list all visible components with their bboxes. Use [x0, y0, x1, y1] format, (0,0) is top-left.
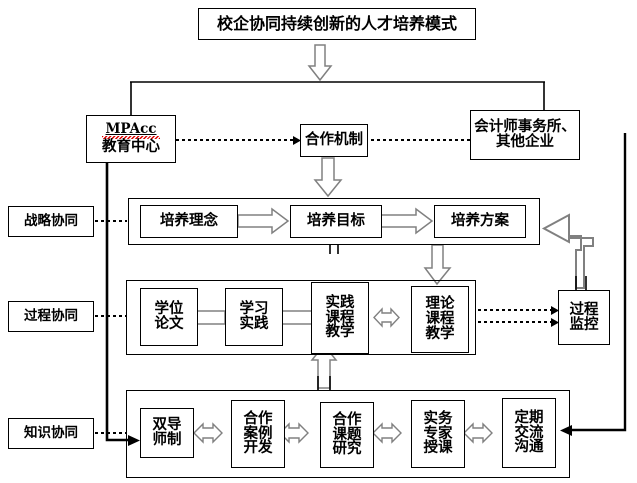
- monitor-stub: [575, 276, 587, 290]
- block-arrow-strategy-to-theory: [423, 244, 452, 286]
- dotted-connectors: [95, 139, 551, 434]
- practical-course-stack: 实践 课程 教学: [326, 296, 355, 340]
- right-outer-path: [572, 133, 627, 432]
- dual-tutor-line2: 师制: [152, 432, 182, 448]
- study-practice-line2: 实践: [239, 316, 269, 332]
- process-box-thesis[interactable]: 学位 论文: [140, 288, 198, 346]
- dual-tutor-stack: 双导 师制: [153, 418, 182, 448]
- expert-teaching-line3: 授课: [423, 440, 453, 457]
- firms-stack: 会计师事务所、 其他企业: [474, 120, 576, 150]
- strategy-panel: [128, 198, 540, 245]
- case-dev-line3: 开发: [243, 440, 273, 457]
- spellcheck-squiggle: [102, 135, 160, 139]
- double-arrow-practice-theory: [373, 307, 400, 328]
- thesis-line1: 学位: [154, 301, 184, 318]
- mpacc-cn-label: 教育中心: [102, 138, 160, 155]
- left-spine: [105, 163, 128, 442]
- joint-research-line3: 研究: [332, 441, 362, 458]
- knowledge-stub: [317, 376, 331, 390]
- process-panel: [126, 280, 476, 355]
- knowledge-stub-lines: [317, 376, 331, 390]
- practical-course-line1: 实践: [325, 294, 355, 311]
- joint-research-stack: 合作 课题 研究: [333, 413, 362, 457]
- arrowhead-monitor-lower: [551, 318, 559, 327]
- block-arrow-goal-to-plan: [380, 207, 434, 235]
- study-practice-line1: 学习: [239, 301, 269, 318]
- plan-stub-lines: [329, 245, 339, 254]
- monitor-line1: 过程: [569, 301, 599, 318]
- theory-course-stack: 理论 课程 教学: [426, 297, 455, 341]
- block-arrow-title-down: [307, 44, 333, 82]
- firms-line2: 其他企业: [496, 134, 554, 150]
- double-arrow-k4: [463, 422, 493, 444]
- knowledge-box-expert-teaching[interactable]: 实务 专家 授课: [411, 400, 465, 468]
- joint-research-line2: 课题: [332, 426, 362, 443]
- monitor-stack: 过程 监控: [569, 301, 599, 333]
- block-arrow-monitor-to-plan: [541, 213, 594, 289]
- practical-course-line2: 课程: [325, 309, 355, 326]
- left-spine-path: [105, 163, 128, 442]
- case-dev-line2: 案例: [243, 425, 273, 442]
- expert-teaching-line2: 专家: [423, 425, 453, 442]
- regular-exchange-line2: 交流: [514, 424, 544, 441]
- thesis-stack: 学位 论文: [155, 302, 184, 332]
- expert-teaching-stack: 实务 专家 授课: [424, 412, 453, 456]
- knowledge-double-arrows: [193, 422, 493, 444]
- mpacc-en-label: MPAcc: [105, 121, 157, 138]
- dual-tutor-line1: 双导: [152, 417, 182, 434]
- block-arrow-mechanism-down: [313, 157, 343, 198]
- mpacc-stack: MPAcc 教育中心: [102, 121, 160, 155]
- knowledge-panel: [126, 390, 570, 478]
- practical-course-line3: 教学: [325, 324, 355, 341]
- cooperation-mechanism-box[interactable]: 合作机制: [300, 124, 368, 157]
- strategy-box-goal[interactable]: 培养目标: [290, 205, 382, 238]
- joint-research-line1: 合作: [332, 411, 362, 428]
- monitor-line2: 监控: [569, 316, 599, 333]
- process-box-study-practice[interactable]: 学习 实践: [225, 288, 283, 346]
- block-arrow-concept-to-goal: [237, 207, 290, 235]
- knowledge-box-dual-tutor[interactable]: 双导 师制: [140, 408, 194, 458]
- left-spine-arrowhead: [128, 435, 140, 446]
- mpacc-center-box[interactable]: MPAcc 教育中心: [86, 115, 176, 163]
- case-dev-line1: 合作: [243, 410, 273, 427]
- expert-teaching-line1: 实务: [423, 410, 453, 427]
- bus-lines: [130, 81, 545, 117]
- thesis-line2: 论文: [154, 316, 184, 332]
- accounting-firms-box[interactable]: 会计师事务所、 其他企业: [470, 110, 580, 160]
- study-practice-stack: 学习 实践: [240, 302, 269, 332]
- theory-course-line1: 理论: [425, 296, 455, 313]
- firms-line1: 会计师事务所、: [474, 119, 576, 136]
- title-box[interactable]: 校企协同持续创新的人才培养模式: [198, 8, 476, 40]
- knowledge-box-regular-exchange[interactable]: 定期 交流 沟通: [502, 398, 556, 468]
- row-label-knowledge[interactable]: 知识协同: [8, 418, 94, 449]
- process-box-theory-course[interactable]: 理论 课程 教学: [411, 286, 469, 353]
- process-monitor-box[interactable]: 过程 监控: [558, 290, 610, 345]
- knowledge-box-joint-research[interactable]: 合作 课题 研究: [320, 402, 374, 468]
- double-arrow-k1: [193, 422, 223, 444]
- row-label-process[interactable]: 过程协同: [8, 301, 94, 332]
- arrowhead-monitor-upper: [551, 306, 559, 315]
- plan-stub: [329, 245, 339, 254]
- process-box-practical-course[interactable]: 实践 课程 教学: [311, 282, 369, 354]
- strategy-box-concept[interactable]: 培养理念: [140, 205, 238, 238]
- theory-course-line3: 教学: [425, 325, 455, 342]
- case-dev-stack: 合作 案例 开发: [244, 412, 273, 456]
- regular-exchange-stack: 定期 交流 沟通: [515, 411, 544, 455]
- regular-exchange-line1: 定期: [514, 409, 544, 426]
- right-outer-line: [572, 133, 627, 432]
- theory-course-line2: 课程: [425, 311, 455, 328]
- arrowhead-mechanism-in-left: [293, 136, 301, 145]
- regular-exchange-line3: 沟通: [514, 439, 544, 456]
- row-label-strategy[interactable]: 战略协同: [8, 206, 94, 237]
- monitor-stub-lines: [575, 276, 587, 290]
- double-arrow-k3: [372, 422, 402, 444]
- strategy-box-plan[interactable]: 培养方案: [434, 205, 526, 238]
- knowledge-box-case-dev[interactable]: 合作 案例 开发: [231, 400, 285, 468]
